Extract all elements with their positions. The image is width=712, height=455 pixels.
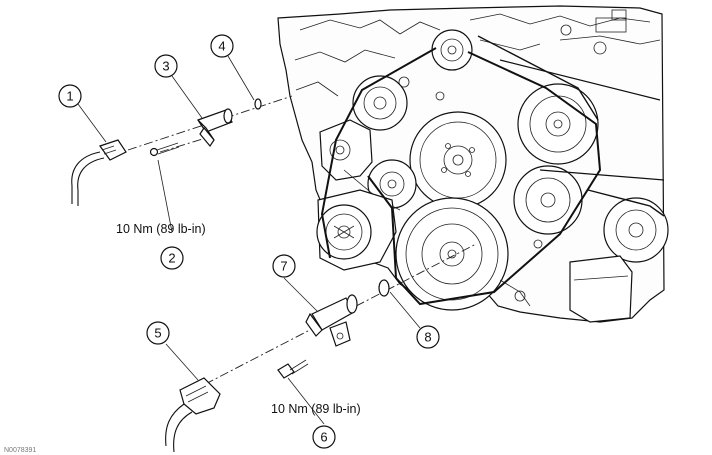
callout-number: 3 bbox=[162, 59, 169, 74]
callout-number: 5 bbox=[154, 326, 161, 341]
upper-sensor-group bbox=[71, 95, 293, 206]
callout-3: 3 bbox=[154, 54, 178, 78]
callout-2: 2 bbox=[160, 246, 184, 270]
figure-id: N0078391 bbox=[4, 447, 36, 454]
callout-4: 4 bbox=[210, 34, 234, 58]
lower-o-ring bbox=[378, 279, 390, 297]
leader-lines bbox=[77, 55, 421, 425]
upper-o-ring bbox=[254, 98, 262, 110]
callout-8: 8 bbox=[416, 325, 440, 349]
lower-connector bbox=[165, 377, 221, 453]
upper-bolt bbox=[149, 142, 180, 157]
engine-assembly-illustration bbox=[277, 5, 669, 323]
callout-number: 7 bbox=[280, 259, 287, 274]
callout-5: 5 bbox=[146, 321, 170, 345]
callout-number: 8 bbox=[424, 330, 431, 345]
callout-number: 1 bbox=[66, 89, 73, 104]
callout-number: 6 bbox=[320, 430, 327, 445]
callout-number: 2 bbox=[168, 251, 175, 266]
lower-sensor bbox=[305, 294, 358, 347]
torque-spec-upper: 10 Nm (89 lb-in) bbox=[116, 222, 206, 236]
upper-connector bbox=[71, 139, 127, 206]
callout-7: 7 bbox=[272, 254, 296, 278]
callout-number: 4 bbox=[218, 39, 225, 54]
torque-spec-lower: 10 Nm (89 lb-in) bbox=[271, 402, 361, 416]
upper-sensor bbox=[197, 108, 233, 148]
lower-sensor-group bbox=[165, 243, 477, 453]
lower-bolt bbox=[277, 359, 309, 379]
callout-6: 6 bbox=[312, 425, 336, 449]
callout-1: 1 bbox=[58, 84, 82, 108]
